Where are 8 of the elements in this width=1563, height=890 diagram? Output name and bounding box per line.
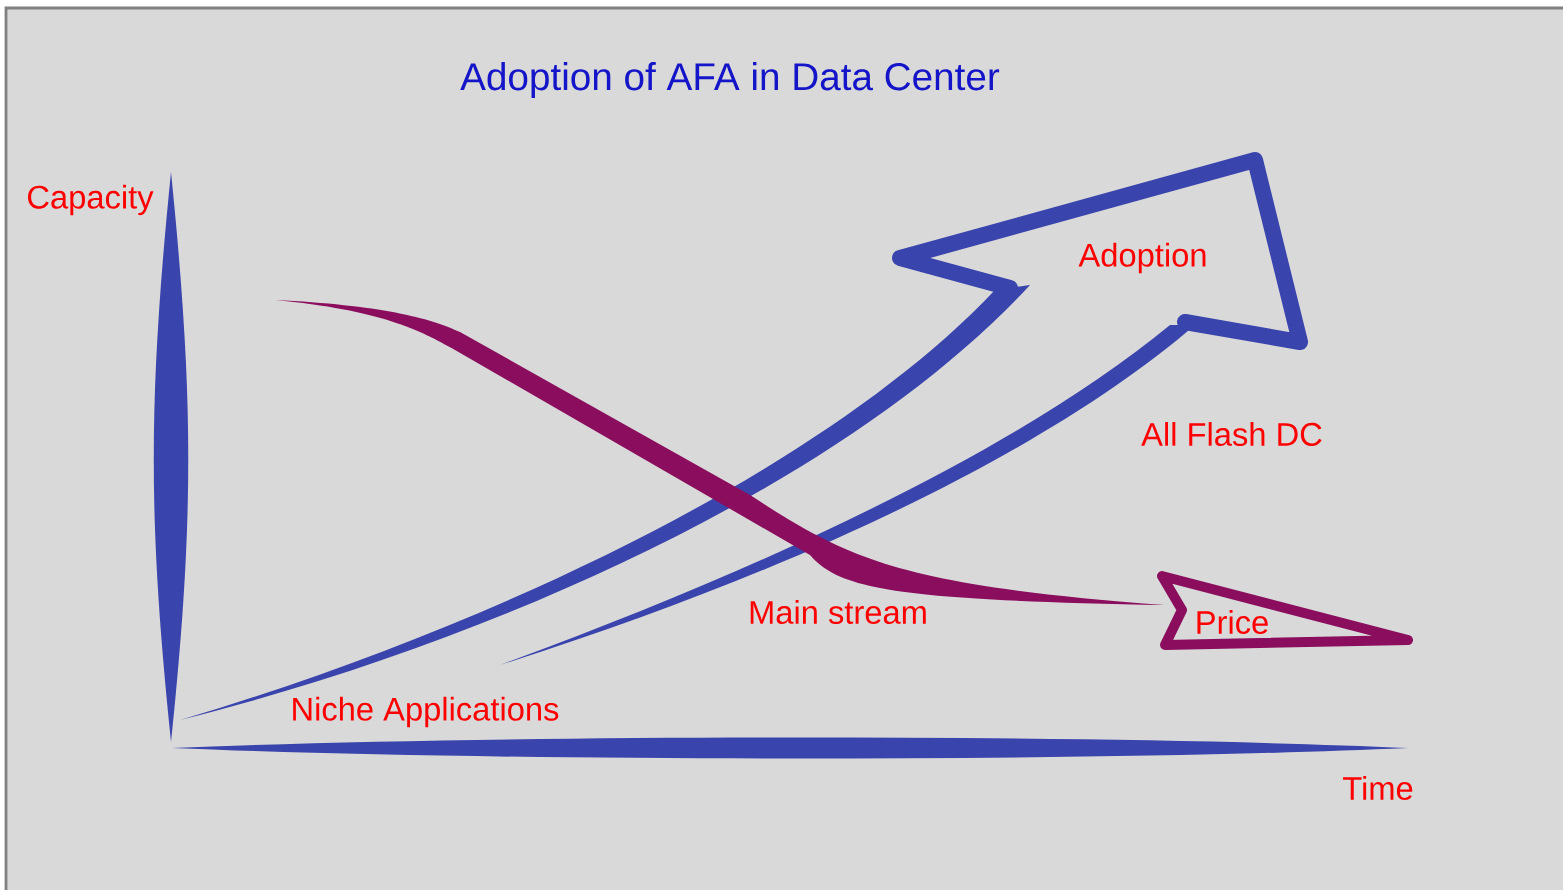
title: Adoption of AFA in Data Center — [460, 62, 1000, 98]
curve-label: Adoption — [1078, 242, 1206, 274]
axis-label: Time — [1343, 776, 1413, 801]
curve-label: All Flash DC — [1141, 422, 1322, 447]
curve-label: Niche Applications — [293, 696, 559, 728]
curve-label: Price — [1197, 610, 1268, 635]
curve-label: Main stream — [750, 600, 926, 625]
axis-label: Capacity — [28, 184, 154, 216]
